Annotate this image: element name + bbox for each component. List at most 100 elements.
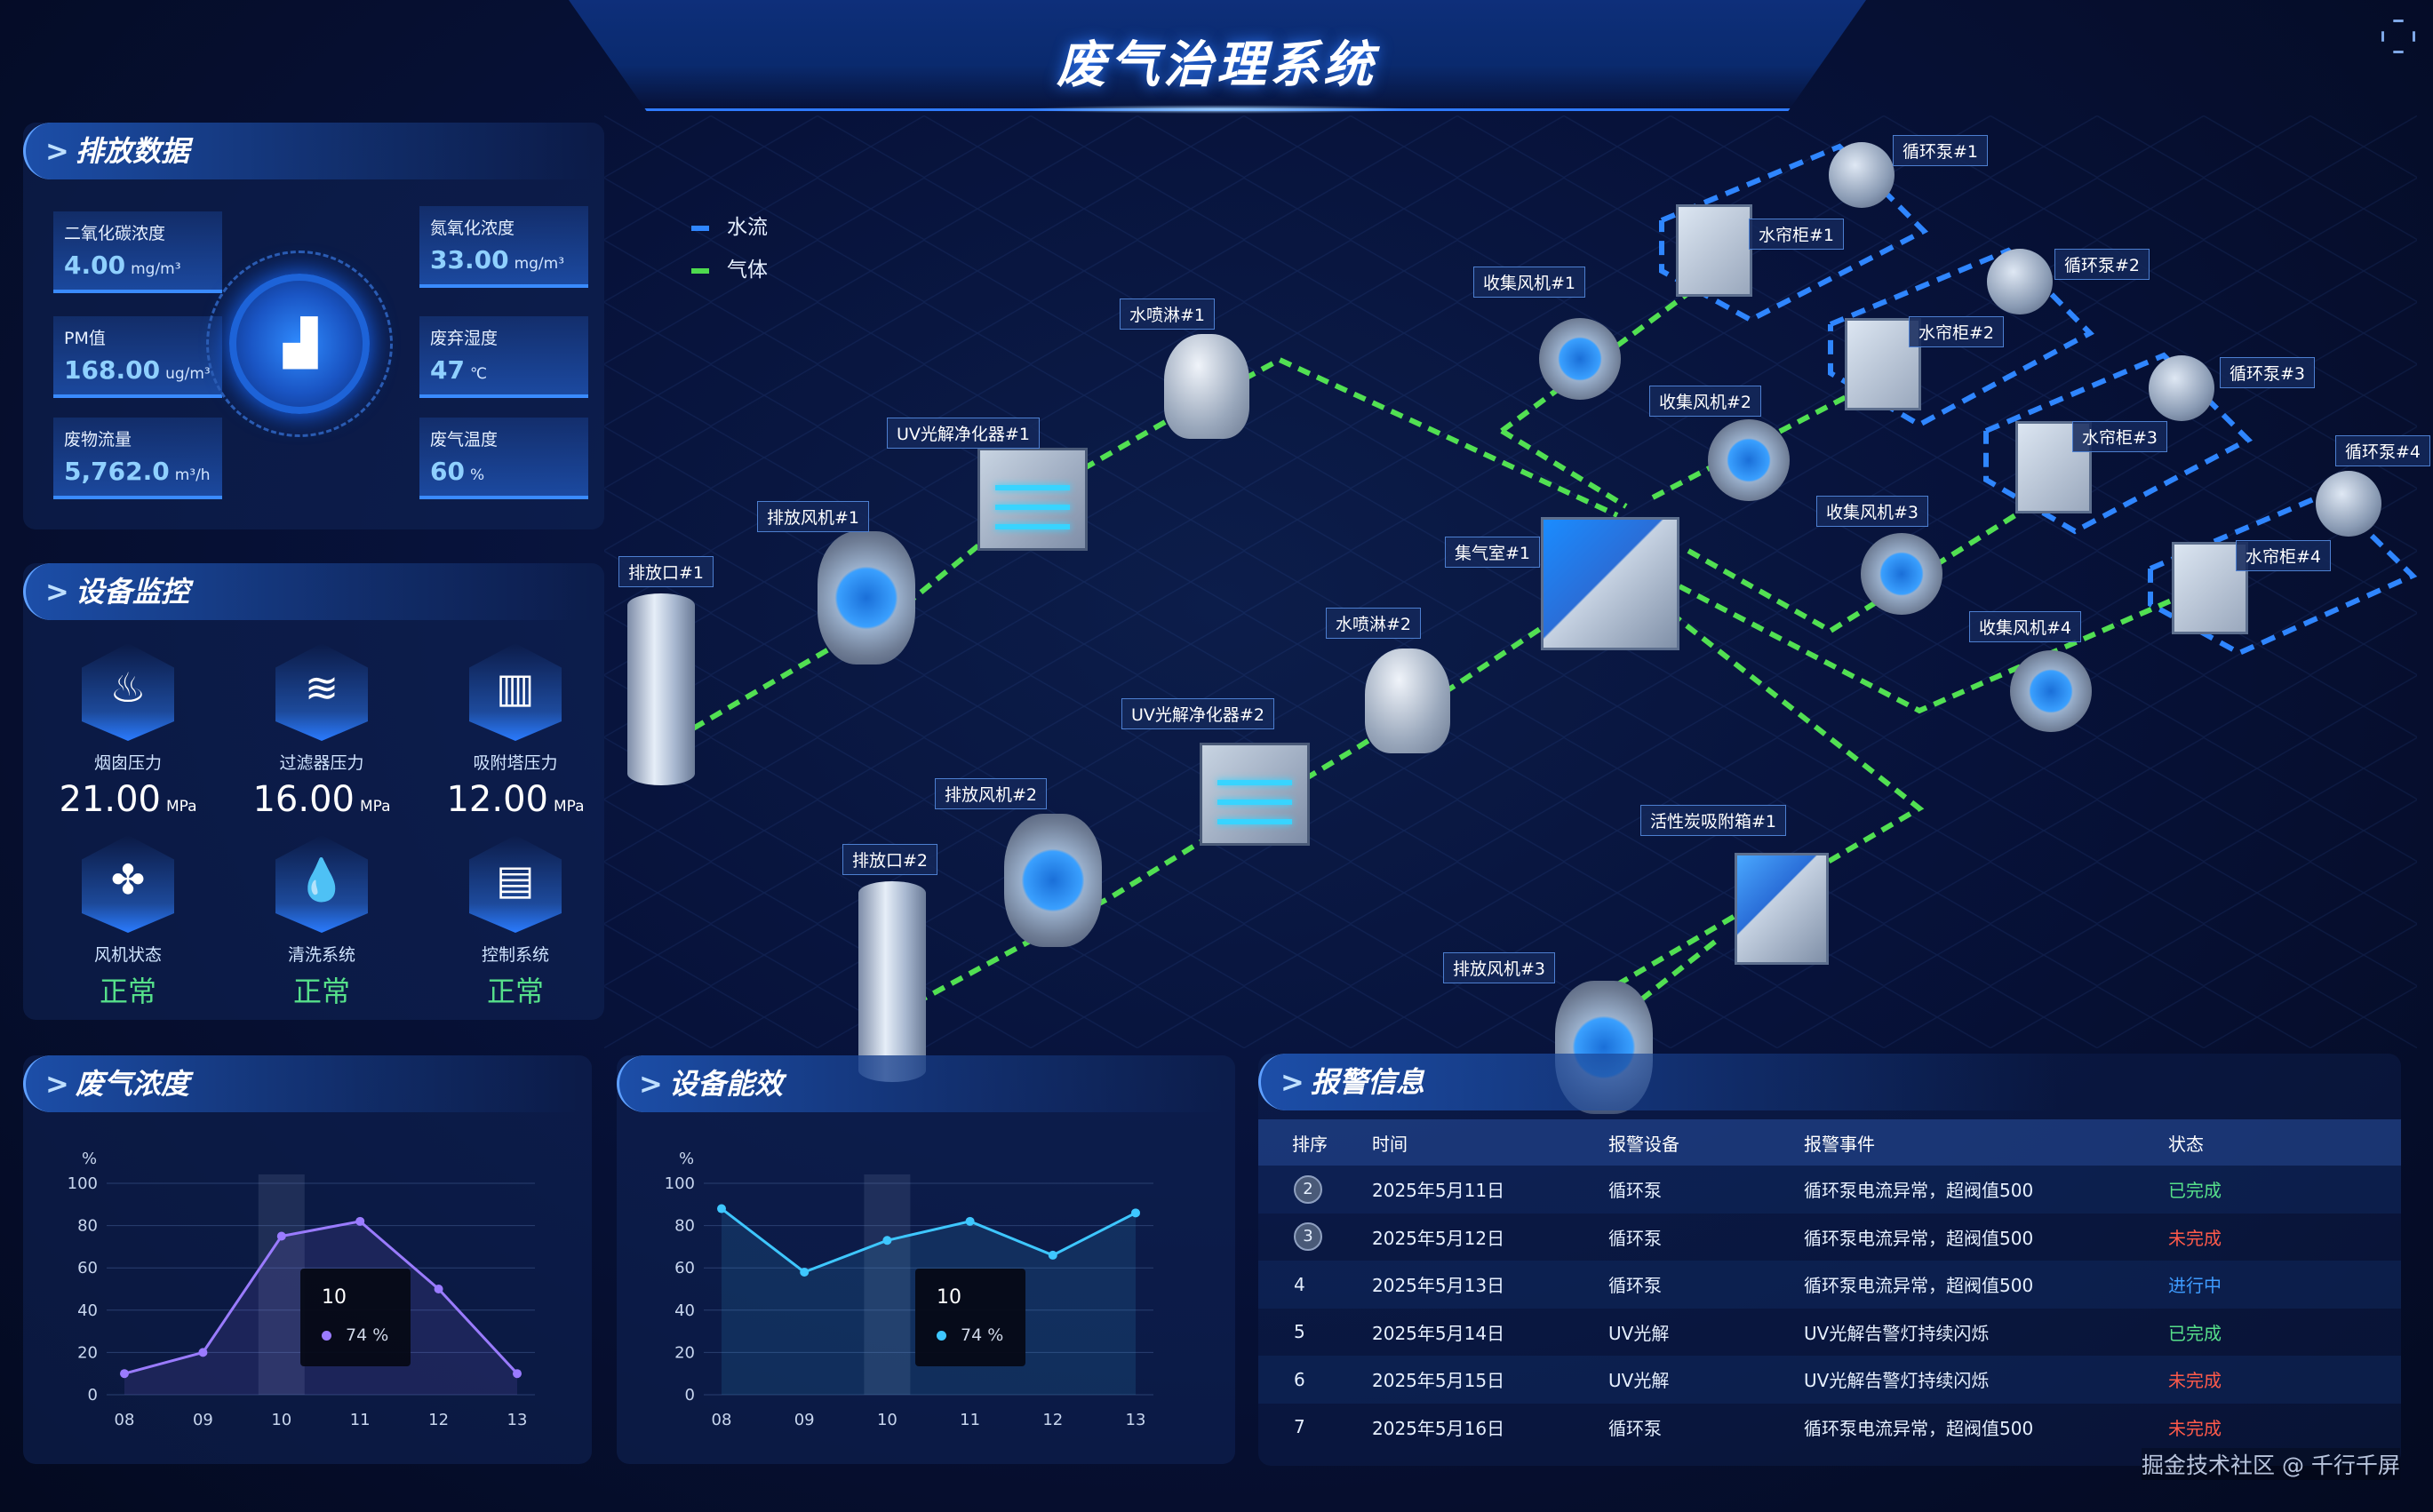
table-row[interactable]: 3 2025年5月12日 循环泵 循环泵电流异常，超阀值500 未完成 <box>1258 1214 2401 1261</box>
data-point[interactable] <box>355 1216 365 1226</box>
metric-label: 二氧化碳浓度 <box>64 224 166 243</box>
device-label: 清洗系统 <box>287 945 355 965</box>
data-point[interactable] <box>120 1369 129 1379</box>
y-tick-label: 40 <box>674 1301 695 1320</box>
cell-event: 循环泵电流异常，超阀值500 <box>1797 1166 2161 1214</box>
label-pump-2: 循环泵#2 <box>2054 249 2150 280</box>
gas-line-4 <box>1500 428 1628 509</box>
label-curtain-3: 水帘柜#3 <box>2072 421 2168 452</box>
tooltip-value: 74 % <box>961 1325 1004 1345</box>
device-fan-status: ✤风机状态正常 <box>48 835 208 1010</box>
efan-1-image <box>818 531 915 664</box>
header-bar <box>569 0 1866 111</box>
water-loop-4 <box>2148 489 2418 657</box>
tooltip-dot <box>937 1331 946 1341</box>
rank-text: 7 <box>1294 1416 1305 1438</box>
y-tick-label: 60 <box>674 1259 695 1277</box>
gas-panel-title: >废气浓度 <box>23 1055 579 1112</box>
cell-device: 循环泵 <box>1601 1166 1797 1214</box>
cell-device: 循环泵 <box>1608 1417 1662 1439</box>
data-point[interactable] <box>513 1369 522 1379</box>
gas-line-8 <box>1598 610 1925 998</box>
device-label: 风机状态 <box>93 945 162 965</box>
data-point[interactable] <box>800 1267 810 1277</box>
spray-2-image <box>1365 649 1450 753</box>
curtain-2-image <box>1845 318 1921 410</box>
fullscreen-icon[interactable] <box>2381 20 2415 53</box>
series-line <box>124 1220 519 1375</box>
x-tick-label: 08 <box>115 1411 135 1429</box>
outlet-2-image <box>858 881 926 1082</box>
table-row[interactable]: 2 2025年5月11日 循环泵 循环泵电流异常，超阀值500 已完成 <box>1258 1166 2401 1214</box>
pump-3-image <box>2149 355 2214 421</box>
table-row[interactable]: 4 2025年5月13日 循环泵 循环泵电流异常，超阀值500 进行中 <box>1258 1261 2401 1309</box>
label-efan-1: 排放风机#1 <box>757 501 870 532</box>
data-point[interactable] <box>276 1231 286 1241</box>
page-title: 废气治理系统 <box>1057 36 1376 94</box>
x-tick-label: 11 <box>960 1411 980 1429</box>
metric-unit: mg/m³ <box>131 260 181 278</box>
y-axis-unit: % <box>679 1150 694 1168</box>
device-number: 16.00 <box>252 779 355 820</box>
water-pipes <box>1659 143 2418 657</box>
legend-label: 气体 <box>727 259 768 282</box>
table-row[interactable]: 7 2025年5月16日 循环泵 循环泵电流异常，超阀值500 未完成 <box>1258 1404 2401 1452</box>
cell-status: 未完成 <box>2168 1227 2222 1249</box>
label-pump-4: 循环泵#4 <box>2335 435 2431 466</box>
device-label: 烟囱压力 <box>93 753 162 773</box>
cell-event: 循环泵电流异常，超阀值500 <box>1804 1417 2034 1439</box>
hover-band <box>864 1174 911 1395</box>
cell-status: 已完成 <box>2161 1166 2401 1214</box>
rank-badge: 2 <box>1294 1174 1322 1204</box>
hover-band <box>258 1174 305 1395</box>
label-outlet-1: 排放口#1 <box>618 556 714 587</box>
label-spray-1: 水喷淋#1 <box>1120 298 1216 330</box>
data-point[interactable] <box>717 1204 726 1214</box>
device-panel: >设备监控 <box>23 563 604 1020</box>
cell-status: 进行中 <box>2161 1261 2401 1309</box>
metric-number: 33.00 <box>430 245 509 275</box>
legend-label: 水流 <box>727 216 768 239</box>
table-row[interactable]: 6 2025年5月15日 UV光解 UV光解告警灯持续闪烁 未完成 <box>1258 1356 2401 1404</box>
label-carbon-box: 活性炭吸附箱#1 <box>1640 805 1787 836</box>
rank-text: 5 <box>1294 1321 1305 1343</box>
outlet-1-image <box>627 593 695 785</box>
data-point[interactable] <box>434 1285 443 1293</box>
energy-panel-title: >设备能效 <box>617 1055 1223 1112</box>
x-tick-label: 12 <box>1042 1411 1063 1429</box>
rank-badge: 3 <box>1294 1222 1322 1252</box>
cell-rank: 6 <box>1258 1356 1365 1404</box>
data-point[interactable] <box>1131 1208 1140 1218</box>
cfan-4-image <box>2010 650 2092 732</box>
fan-icon: ✤ <box>82 835 174 933</box>
y-tick-label: 40 <box>77 1301 98 1320</box>
label-curtain-4: 水帘柜#4 <box>2236 540 2332 571</box>
y-tick-label: 20 <box>77 1343 98 1362</box>
gas-line-7 <box>1678 584 2206 714</box>
cfan-3-image <box>1861 533 1942 615</box>
water-loop-2 <box>1828 247 2094 428</box>
data-point[interactable] <box>882 1236 892 1245</box>
chevron-right-icon: > <box>45 575 69 609</box>
metric-label: 废弃湿度 <box>430 329 499 348</box>
data-point[interactable] <box>1048 1250 1057 1260</box>
y-tick-label: 0 <box>88 1386 98 1405</box>
y-tick-label: 80 <box>674 1217 695 1236</box>
carbon-box-image <box>1735 853 1829 965</box>
series-line <box>721 1207 1137 1274</box>
col-rank: 排序 <box>1258 1119 1365 1166</box>
metric-label: 废物流量 <box>64 430 132 450</box>
alarm-header-row: 排序 时间 报警设备 报警事件 状态 <box>1258 1119 2401 1166</box>
table-row[interactable]: 5 2025年5月14日 UV光解 UV光解告警灯持续闪烁 已完成 <box>1258 1309 2401 1357</box>
data-point[interactable] <box>198 1348 208 1357</box>
device-number: 21.00 <box>59 779 161 820</box>
alarm-table: 排序 时间 报警设备 报警事件 状态 2 2025年5月11日 循环泵 循环泵电… <box>1258 1119 2401 1451</box>
data-point[interactable] <box>965 1216 975 1226</box>
label-cfan-2: 收集风机#2 <box>1649 386 1762 417</box>
